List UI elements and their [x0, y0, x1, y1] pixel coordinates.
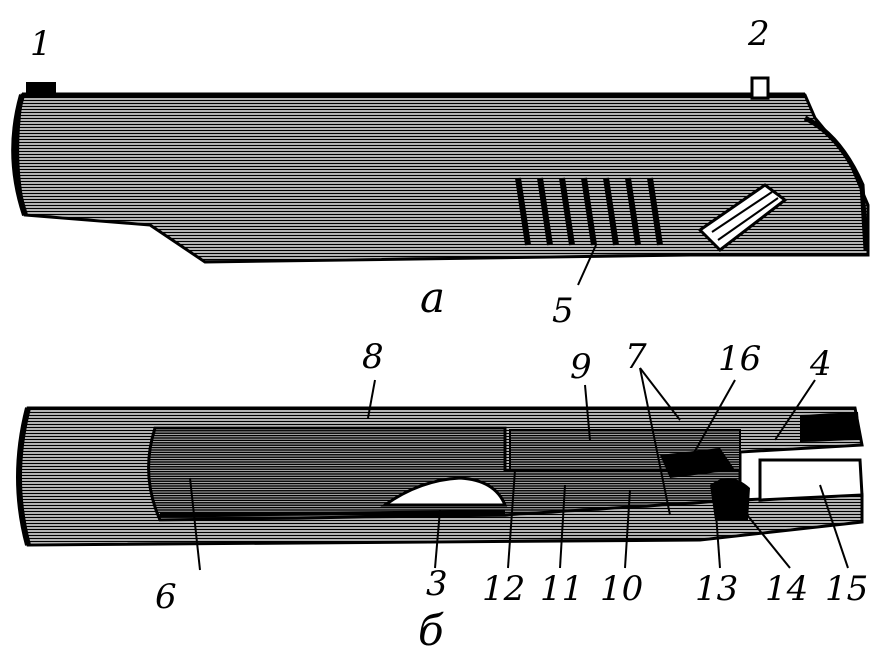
firing-pin-lug: [710, 478, 750, 520]
ejection-port: [380, 476, 508, 507]
callout-3: 3: [426, 564, 448, 604]
callout-8: 8: [362, 337, 384, 377]
view-label-b: б: [418, 606, 444, 653]
callout-12: 12: [482, 569, 525, 609]
callout-9: 9: [570, 347, 592, 387]
muzzle-end: [11, 94, 28, 216]
view-label-a: а: [420, 273, 445, 322]
callout-6: 6: [155, 577, 177, 617]
callout-7: 7: [625, 337, 647, 377]
callout-2: 2: [747, 14, 770, 54]
callout-11: 11: [540, 569, 583, 609]
callout-14: 14: [765, 569, 808, 609]
slide-interior-view: [16, 367, 864, 571]
rear-sight: [750, 76, 770, 100]
front-sight: [26, 82, 56, 98]
callout-16: 16: [718, 339, 761, 379]
callout-13: 13: [695, 569, 738, 609]
slide-exterior-view: [11, 76, 870, 286]
callout-1: 1: [30, 24, 52, 64]
leader-lines: [189, 367, 849, 571]
safety-lever: [697, 183, 788, 252]
callout-4: 4: [809, 344, 832, 384]
callout-5: 5: [552, 291, 574, 331]
slide-body-exterior: [16, 93, 870, 264]
callout-15: 15: [825, 569, 868, 609]
callout-10: 10: [600, 569, 643, 609]
slide-serrations: [515, 177, 663, 246]
